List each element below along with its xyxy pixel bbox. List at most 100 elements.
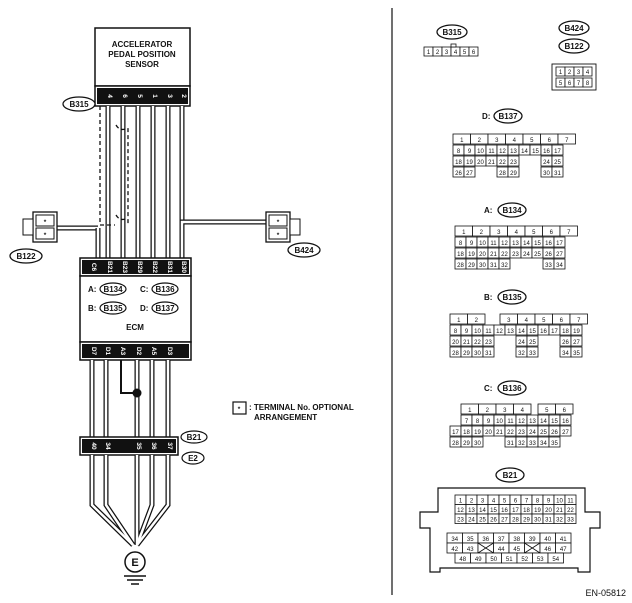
b21-pin-number: 52 — [521, 557, 528, 563]
b21-pin-blank — [477, 542, 494, 554]
view-d-prefix: D: — [482, 112, 490, 121]
b424-pin-number: 3 — [577, 70, 581, 76]
b21-pin-number: 12 — [457, 508, 464, 514]
c-pin-number: 29 — [463, 441, 470, 447]
b-pin-number: 2 — [475, 318, 479, 324]
ground-wires — [89, 455, 171, 547]
b-pin-cell — [570, 324, 583, 336]
b21-pin-number: 36 — [482, 537, 489, 543]
d-pin-cell — [551, 144, 564, 156]
a-pin-number: 30 — [479, 263, 486, 269]
b-pin-number: 31 — [485, 351, 492, 357]
b21-pin-1: 34 — [104, 442, 111, 450]
c-pin-number: 17 — [452, 430, 459, 436]
view-c-prefix: C: — [484, 384, 492, 393]
b21-pin-number: 7 — [525, 499, 529, 505]
b21-pin-cell — [564, 513, 577, 524]
d-pin-number: 1 — [460, 138, 464, 144]
b21-pin-number: 8 — [536, 499, 540, 505]
c-pin-number: 4 — [521, 408, 525, 414]
ecm-conn-d-name: B137 — [155, 304, 175, 313]
c-pin-number: 31 — [507, 441, 514, 447]
ecm-conn-b-name: B135 — [103, 304, 123, 313]
b21-pin-blank — [524, 542, 541, 554]
b-pin-cell — [570, 335, 583, 347]
ecm-top-pin-5: B31 — [166, 261, 173, 273]
a-pin-number: 27 — [556, 252, 563, 258]
ground-bars — [124, 575, 146, 585]
b21-pin-number: 54 — [552, 557, 559, 563]
d-pin-number: 25 — [554, 160, 561, 166]
b315-pin-number: 6 — [472, 50, 476, 56]
sensor-label-1: ACCELERATOR — [112, 40, 173, 49]
d-pin-cell — [507, 155, 520, 167]
d-pin-cell — [551, 166, 564, 178]
a-pin-number: 2 — [480, 230, 484, 236]
left-plug: * * — [22, 211, 101, 258]
b-pin-cell — [482, 335, 495, 347]
d-pin-cell — [507, 166, 520, 178]
left-plug-star-1: * — [44, 219, 47, 226]
b21-pin-number: 26 — [490, 518, 497, 524]
b21-badge — [180, 430, 208, 444]
b424-pin-number: 2 — [568, 70, 572, 76]
b21-pin-number: 1 — [459, 499, 463, 505]
ecm-bottom-pin-1: D1 — [104, 347, 111, 356]
b21-badge-label: B21 — [187, 433, 202, 442]
view-b21-label: B21 — [503, 471, 518, 480]
d-pin-number: 8 — [457, 149, 461, 155]
d-pin-number: 11 — [488, 149, 495, 155]
a-pin-number: 15 — [534, 241, 541, 247]
a-pin-number: 4 — [515, 230, 519, 236]
b-pin-number: 7 — [577, 318, 581, 324]
right-plug-star-1: * — [277, 219, 280, 226]
b-pin-number: 25 — [529, 340, 536, 346]
b21-pin-number: 5 — [503, 499, 507, 505]
b21-pin-number: 51 — [506, 557, 513, 563]
c-pin-number: 7 — [465, 419, 469, 425]
ecm-top-pin-4: B22 — [151, 261, 158, 273]
b21-pin-number: 47 — [560, 547, 567, 553]
d-pin-number: 14 — [521, 149, 528, 155]
b21-pin-number: 4 — [492, 499, 496, 505]
c-pin-number: 34 — [540, 441, 547, 447]
b424-pin-number: 7 — [577, 81, 581, 87]
ecm-conn-c-name: B136 — [155, 285, 175, 294]
b21-pin-number: 14 — [479, 508, 486, 514]
view-b21-badge — [495, 467, 525, 483]
a-pin-number: 24 — [523, 252, 530, 258]
a-pin-number: 11 — [490, 241, 497, 247]
d-pin-number: 4 — [513, 138, 517, 144]
b424-badge — [287, 242, 321, 258]
d-pin-number: 6 — [548, 138, 552, 144]
d-pin-number: 13 — [510, 149, 517, 155]
b21-pin-number: 20 — [545, 508, 552, 514]
a-pin-number: 3 — [497, 230, 501, 236]
c-pin-number: 13 — [529, 419, 536, 425]
b21-pin-number: 16 — [501, 508, 508, 514]
d-pin-number: 18 — [455, 160, 462, 166]
sensor-ecm-wires — [105, 106, 185, 258]
a-pin-number: 14 — [523, 241, 530, 247]
c-pin-number: 6 — [563, 408, 567, 414]
b21-pin-number: 29 — [523, 518, 530, 524]
a-pin-number: 20 — [479, 252, 486, 258]
b-pin-number: 3 — [507, 318, 511, 324]
a-pin-number: 6 — [550, 230, 554, 236]
b-pin-number: 13 — [507, 329, 514, 335]
d-pin-number: 21 — [488, 160, 495, 166]
b315-badge-label: B315 — [69, 100, 89, 109]
b21-pin-number: 46 — [544, 547, 551, 553]
view-c-label: B136 — [502, 384, 522, 393]
d-pin-number: 2 — [478, 138, 482, 144]
ground-symbol-label: E — [131, 557, 138, 569]
b315-pin-cell — [468, 46, 479, 57]
c-pin-number: 28 — [452, 441, 459, 447]
c-pin-number: 32 — [518, 441, 525, 447]
b424-badge-label: B424 — [294, 246, 314, 255]
ecm-conn-d-badge — [151, 301, 179, 315]
d-pin-number: 12 — [499, 149, 506, 155]
